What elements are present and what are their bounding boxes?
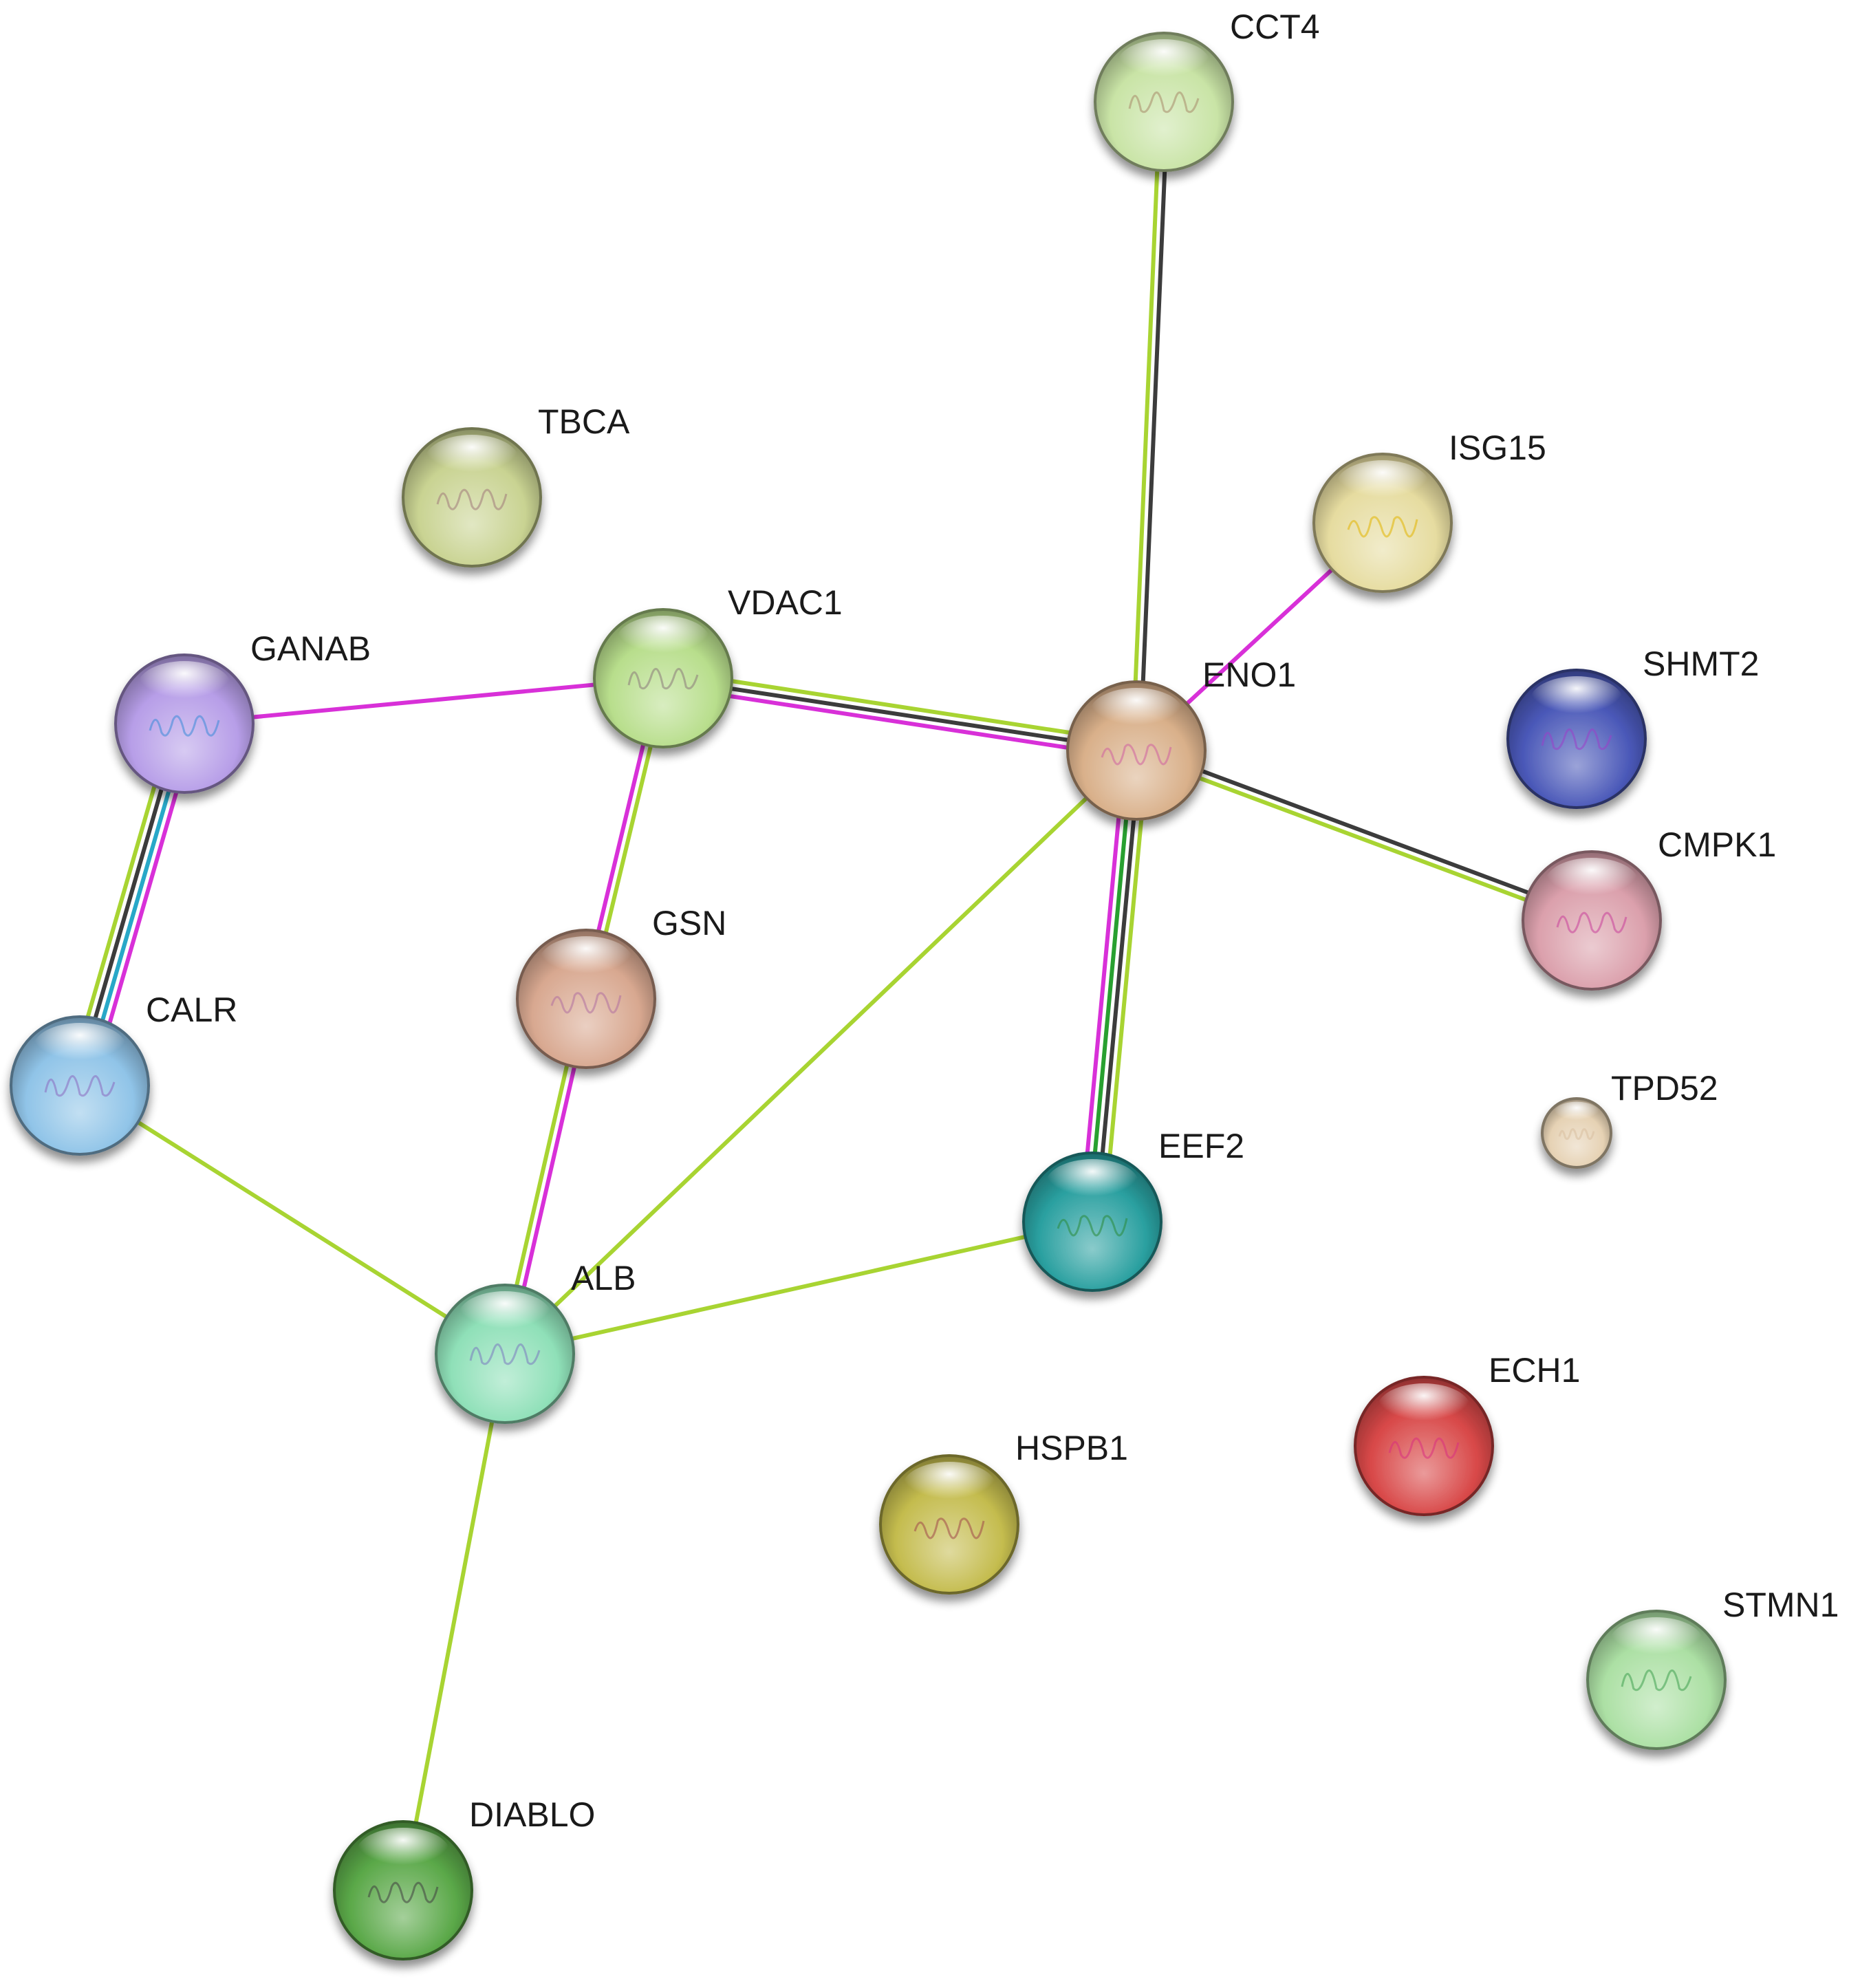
protein-structure-icon — [367, 1881, 439, 1903]
node-gloss-highlight — [1377, 1383, 1471, 1433]
node-gloss-highlight — [1046, 1159, 1139, 1209]
node-label: DIABLO — [469, 1795, 595, 1834]
edge-evidence-line — [1101, 751, 1150, 1223]
node-ganab[interactable]: GANAB — [114, 629, 371, 794]
node-label: HSPB1 — [1015, 1429, 1128, 1467]
node-label: VDAC1 — [728, 583, 843, 622]
edge-calr-alb — [78, 1083, 506, 1356]
protein-structure-icon — [1541, 728, 1612, 750]
node-gloss-highlight — [1553, 1101, 1600, 1127]
node-gloss-highlight — [356, 1828, 450, 1877]
node-cmpk1[interactable]: CMPK1 — [1522, 825, 1776, 991]
protein-structure-icon — [469, 1343, 541, 1365]
edge-cct4-eno1 — [1130, 101, 1170, 751]
edge-evidence-line — [1086, 750, 1135, 1222]
node-label: EEF2 — [1158, 1127, 1244, 1165]
node-hspb1[interactable]: HSPB1 — [879, 1429, 1128, 1595]
node-label: TBCA — [538, 402, 630, 441]
node-gloss-highlight — [458, 1291, 552, 1341]
node-vdac1[interactable]: VDAC1 — [593, 583, 843, 748]
node-isg15[interactable]: ISG15 — [1312, 429, 1546, 593]
node-stmn1[interactable]: STMN1 — [1586, 1586, 1839, 1750]
protein-structure-icon — [913, 1517, 985, 1539]
protein-structure-icon — [44, 1074, 116, 1097]
node-eef2[interactable]: EEF2 — [1022, 1127, 1244, 1292]
node-tpd52[interactable]: TPD52 — [1541, 1069, 1718, 1169]
edge-evidence-line — [662, 676, 1137, 753]
edge-evidence-line — [503, 748, 1138, 1356]
protein-structure-icon — [149, 715, 220, 737]
node-label: ISG15 — [1449, 429, 1546, 467]
node-gloss-highlight — [425, 435, 519, 484]
edge-evidence-line — [1134, 752, 1592, 926]
node-gloss-highlight — [1530, 676, 1623, 726]
protein-structure-icon — [1556, 911, 1628, 933]
node-tbca[interactable]: TBCA — [402, 402, 630, 568]
node-gloss-highlight — [1336, 460, 1429, 510]
edges-layer — [67, 101, 1594, 1891]
protein-structure-icon — [436, 488, 508, 510]
node-calr[interactable]: CALR — [10, 991, 237, 1156]
node-label: ECH1 — [1489, 1351, 1580, 1390]
edge-eno1-alb — [503, 748, 1138, 1356]
node-label: CCT4 — [1230, 8, 1320, 46]
edge-evidence-line — [1138, 102, 1170, 751]
edge-evidence-line — [664, 669, 1138, 746]
node-gloss-highlight — [1545, 858, 1639, 907]
edge-evidence-line — [1136, 745, 1594, 919]
protein-structure-icon — [1347, 516, 1418, 538]
node-label: CMPK1 — [1658, 825, 1776, 864]
edge-vdac1-eno1 — [661, 669, 1138, 760]
protein-structure-icon — [1388, 1437, 1460, 1459]
node-gsn[interactable]: GSN — [516, 904, 726, 1069]
node-label: CALR — [146, 991, 237, 1029]
node-shmt2[interactable]: SHMT2 — [1506, 645, 1759, 809]
node-label: TPD52 — [1611, 1069, 1718, 1108]
node-cct4[interactable]: CCT4 — [1094, 8, 1320, 172]
protein-structure-icon — [1558, 1128, 1595, 1141]
edge-ganab-vdac1 — [184, 676, 664, 726]
edge-evidence-line — [78, 1083, 506, 1356]
edge-evidence-line — [1079, 749, 1127, 1221]
edge-evidence-line — [504, 1220, 1093, 1356]
edge-eef2-alb — [504, 1220, 1093, 1356]
edge-eno1-eef2 — [1079, 749, 1150, 1223]
node-label: ALB — [571, 1259, 636, 1297]
protein-structure-icon — [1057, 1215, 1128, 1237]
node-gloss-highlight — [33, 1023, 127, 1072]
protein-structure-icon — [1128, 91, 1200, 114]
node-gloss-highlight — [616, 616, 710, 665]
node-gloss-highlight — [1610, 1617, 1703, 1667]
protein-structure-icon — [1101, 744, 1172, 766]
node-alb[interactable]: ALB — [435, 1259, 636, 1424]
node-label: ENO1 — [1202, 656, 1296, 694]
node-gloss-highlight — [138, 661, 231, 711]
protein-structure-icon — [550, 992, 622, 1014]
protein-structure-icon — [1621, 1669, 1692, 1692]
edge-eno1-cmpk1 — [1134, 745, 1594, 926]
node-diablo[interactable]: DIABLO — [333, 1795, 595, 1960]
node-gloss-highlight — [1117, 39, 1211, 89]
node-label: GANAB — [250, 629, 371, 668]
node-label: STMN1 — [1722, 1586, 1839, 1624]
edge-evidence-line — [184, 676, 664, 726]
edge-alb-diablo — [401, 1353, 507, 1891]
node-gloss-highlight — [1090, 688, 1183, 737]
node-label: GSN — [652, 904, 726, 942]
edge-evidence-line — [1130, 101, 1162, 750]
node-gloss-highlight — [902, 1462, 996, 1511]
node-eno1[interactable]: ENO1 — [1066, 656, 1296, 821]
edge-evidence-line — [661, 683, 1136, 760]
edge-evidence-line — [401, 1353, 507, 1891]
node-label: SHMT2 — [1643, 645, 1759, 683]
edge-evidence-line — [1094, 750, 1143, 1222]
node-gloss-highlight — [539, 936, 633, 986]
protein-structure-icon — [627, 667, 699, 690]
node-ech1[interactable]: ECH1 — [1354, 1351, 1580, 1516]
